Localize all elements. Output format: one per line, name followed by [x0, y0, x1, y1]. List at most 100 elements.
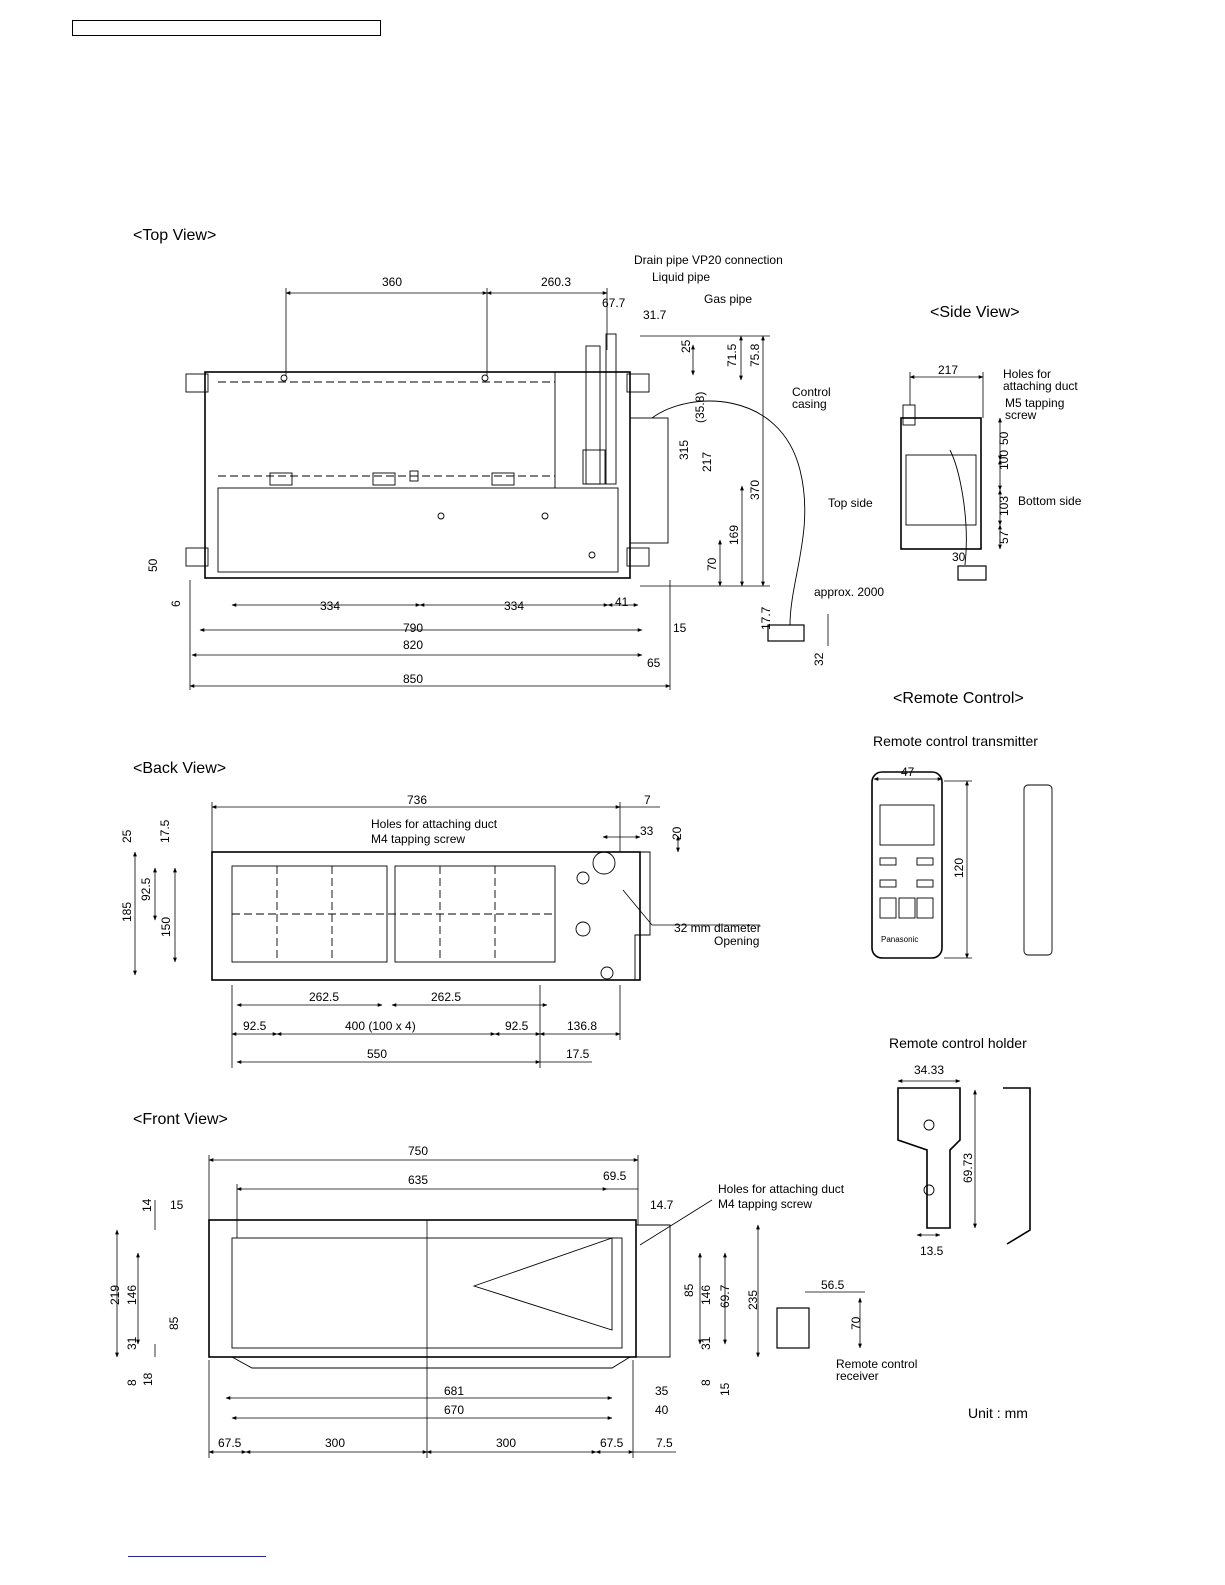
remote-cable [651, 400, 806, 626]
svg-text:334: 334 [320, 599, 340, 613]
top-view: <Top View> [133, 227, 884, 690]
top-view-labels: Drain pipe VP20 connection Liquid pipe G… [634, 253, 884, 599]
svg-text:Top side: Top side [828, 496, 873, 510]
svg-text:14.7: 14.7 [650, 1198, 674, 1212]
svg-text:92.5: 92.5 [505, 1019, 529, 1033]
dim-120: 120 [952, 858, 966, 878]
svg-text:15: 15 [673, 621, 687, 635]
svg-text:Gas pipe: Gas pipe [704, 292, 752, 306]
svg-text:35: 35 [655, 1384, 669, 1398]
svg-text:30: 30 [952, 550, 966, 564]
svg-text:681: 681 [444, 1384, 464, 1398]
top-view-dimensions: 360 260.3 67.7 31.7 25 71.5 75.8 (35.8) … [146, 275, 826, 686]
svg-text:217: 217 [938, 363, 958, 377]
svg-text:7.5: 7.5 [656, 1436, 673, 1450]
svg-text:69.5: 69.5 [603, 1169, 627, 1183]
svg-text:400 (100 x 4): 400 (100 x 4) [345, 1019, 416, 1033]
transmitter-title: Remote control transmitter [873, 733, 1038, 749]
svg-text:Holes for: Holes for [1003, 367, 1051, 381]
front-fin-pattern [472, 1237, 613, 1331]
svg-text:750: 750 [408, 1144, 428, 1158]
svg-text:820: 820 [403, 638, 423, 652]
dim-13-5: 13.5 [920, 1244, 944, 1258]
dim-47: 47 [901, 765, 915, 779]
svg-text:70: 70 [705, 557, 719, 571]
svg-text:70: 70 [849, 1316, 863, 1330]
svg-text:17.5: 17.5 [566, 1047, 590, 1061]
svg-text:71.5: 71.5 [725, 343, 739, 367]
svg-text:67.5: 67.5 [600, 1436, 624, 1450]
svg-text:150: 150 [159, 917, 173, 937]
svg-text:360: 360 [382, 275, 402, 289]
svg-text:185: 185 [120, 902, 134, 922]
svg-text:32 mm diameter: 32 mm diameter [674, 921, 761, 935]
svg-text:75.8: 75.8 [748, 343, 762, 367]
top-view-filter-panel [217, 487, 619, 573]
svg-text:85: 85 [682, 1283, 696, 1297]
front-remote-receiver [776, 1307, 810, 1349]
svg-text:7: 7 [644, 793, 651, 807]
svg-text:33: 33 [640, 824, 654, 838]
svg-text:receiver: receiver [836, 1369, 879, 1383]
svg-text:casing: casing [792, 397, 827, 411]
side-view-dimensions: 217 50 100 103 57 30 [938, 363, 1011, 564]
svg-text:334: 334 [504, 599, 524, 613]
unit-label: Unit : mm [968, 1405, 1028, 1421]
svg-text:25: 25 [120, 829, 134, 843]
svg-text:300: 300 [496, 1436, 516, 1450]
svg-text:67.7: 67.7 [602, 296, 626, 310]
svg-text:790: 790 [403, 621, 423, 635]
svg-text:550: 550 [367, 1047, 387, 1061]
front-view: <Front View> Holes for atta [108, 1111, 917, 1458]
svg-text:31: 31 [125, 1336, 139, 1350]
svg-text:736: 736 [407, 793, 427, 807]
front-view-title: <Front View> [133, 1111, 228, 1128]
svg-text:136.8: 136.8 [567, 1019, 597, 1033]
dim-69-73: 69.73 [961, 1153, 975, 1183]
svg-text:103: 103 [997, 496, 1011, 516]
front-view-labels: Holes for attaching duct M4 tapping scre… [718, 1182, 917, 1383]
transmitter-front [871, 771, 943, 959]
svg-text:67.5: 67.5 [218, 1436, 242, 1450]
holder-front [897, 1087, 961, 1229]
remote-control-title: <Remote Control> [893, 690, 1024, 707]
front-view-body [208, 1219, 637, 1358]
back-32mm-opening [592, 851, 616, 875]
holder-side [1003, 1087, 1031, 1245]
svg-text:850: 850 [403, 672, 423, 686]
back-view-body [211, 851, 641, 981]
svg-text:M5 tapping: M5 tapping [1005, 396, 1064, 410]
svg-text:6: 6 [169, 600, 183, 607]
svg-text:M4 tapping screw: M4 tapping screw [371, 832, 465, 846]
svg-text:262.5: 262.5 [431, 990, 461, 1004]
svg-text:14: 14 [140, 1198, 154, 1212]
brand-label: Panasonic [881, 935, 918, 944]
svg-text:25: 25 [679, 339, 693, 353]
svg-text:100: 100 [997, 450, 1011, 470]
back-view-dimensions: 736 7 25 17.5 33 20 185 92.5 150 262.5 2… [120, 793, 684, 1061]
svg-text:260.3: 260.3 [541, 275, 571, 289]
svg-text:17.7: 17.7 [759, 606, 773, 630]
svg-text:attaching duct: attaching duct [1003, 379, 1078, 393]
top-view-title: <Top View> [133, 227, 216, 244]
svg-text:300: 300 [325, 1436, 345, 1450]
svg-text:17.5: 17.5 [158, 819, 172, 843]
back-view: <Back View> [120, 760, 761, 1068]
svg-text:217: 217 [700, 452, 714, 472]
transmitter-side [1023, 784, 1053, 956]
remote-receiver-box [767, 624, 805, 642]
side-view: <Side View> Holes for attaching duct M5 … [828, 304, 1082, 581]
svg-text:50: 50 [146, 558, 160, 572]
header-box [72, 20, 381, 36]
dim-34-33: 34.33 [914, 1063, 944, 1077]
footer-link-underline[interactable] [128, 1556, 266, 1557]
svg-text:146: 146 [125, 1285, 139, 1305]
svg-text:8: 8 [699, 1379, 713, 1386]
svg-text:Liquid pipe: Liquid pipe [652, 270, 710, 284]
svg-text:15: 15 [718, 1382, 732, 1396]
svg-text:370: 370 [748, 480, 762, 500]
svg-text:M4 tapping screw: M4 tapping screw [718, 1197, 812, 1211]
svg-text:screw: screw [1005, 408, 1037, 422]
svg-text:40: 40 [655, 1403, 669, 1417]
svg-text:20: 20 [670, 826, 684, 840]
